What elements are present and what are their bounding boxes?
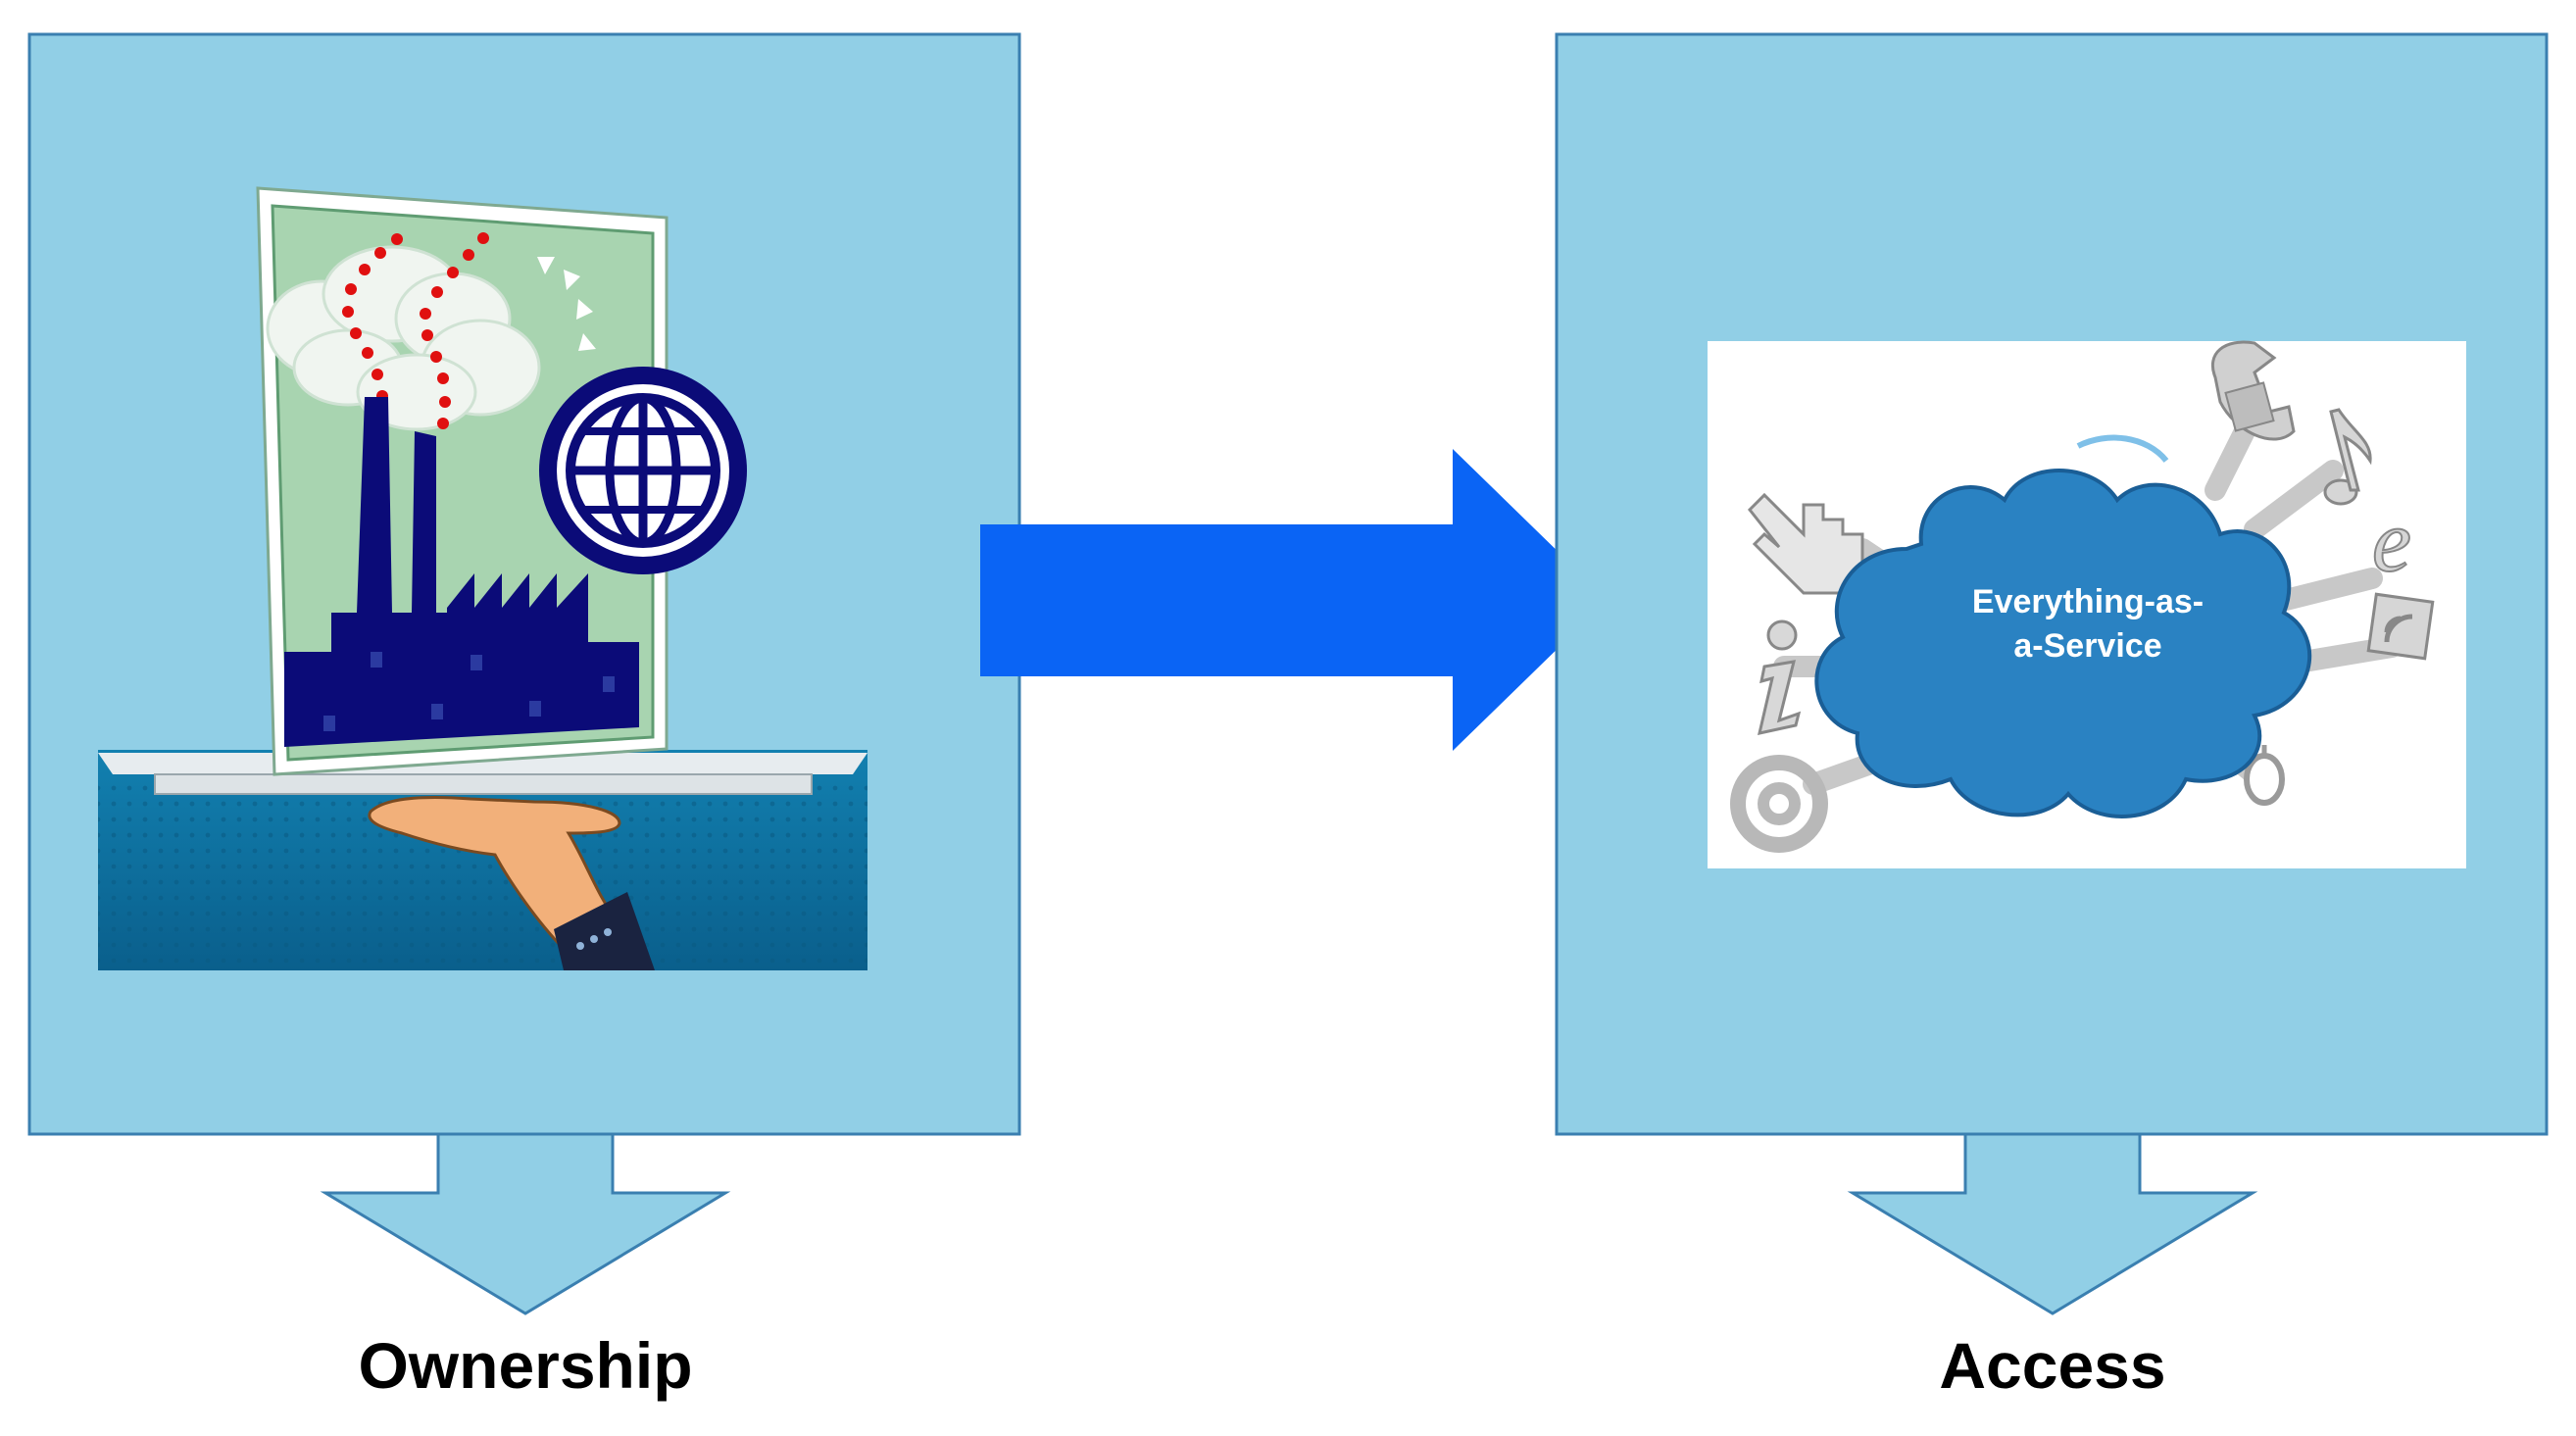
e-letter-icon: e <box>2372 493 2411 590</box>
right-arrow-icon <box>980 449 1608 751</box>
access-illustration: e Everything-as- a-Service <box>1708 340 2466 868</box>
music-note-icon <box>2323 408 2372 506</box>
cloud-label-line2: a-Service <box>2013 627 2161 665</box>
hand-icon <box>368 795 655 970</box>
factory-icon <box>284 397 639 747</box>
cloud-label-line1: Everything-as- <box>1972 583 2204 620</box>
globe-icon <box>539 367 747 574</box>
ownership-down-arrow <box>320 1132 731 1315</box>
mouse-icon <box>2244 745 2285 806</box>
at-sign-icon <box>1730 755 1828 853</box>
access-down-arrow <box>1847 1132 2258 1315</box>
ownership-panel <box>27 32 1021 1315</box>
pointer-hand-icon <box>1747 492 1864 595</box>
rss-icon <box>2366 592 2435 661</box>
telephone-icon <box>2210 340 2296 441</box>
ownership-illustration <box>98 186 867 970</box>
smoke-dots <box>342 232 489 429</box>
sun-icon <box>537 257 596 351</box>
info-icon <box>1758 619 1802 735</box>
ownership-label: Ownership <box>358 1329 693 1402</box>
access-panel: e Everything-as- a-Service <box>1555 32 2549 1315</box>
access-label: Access <box>1939 1329 2166 1402</box>
cloud-icon <box>1814 434 2311 818</box>
